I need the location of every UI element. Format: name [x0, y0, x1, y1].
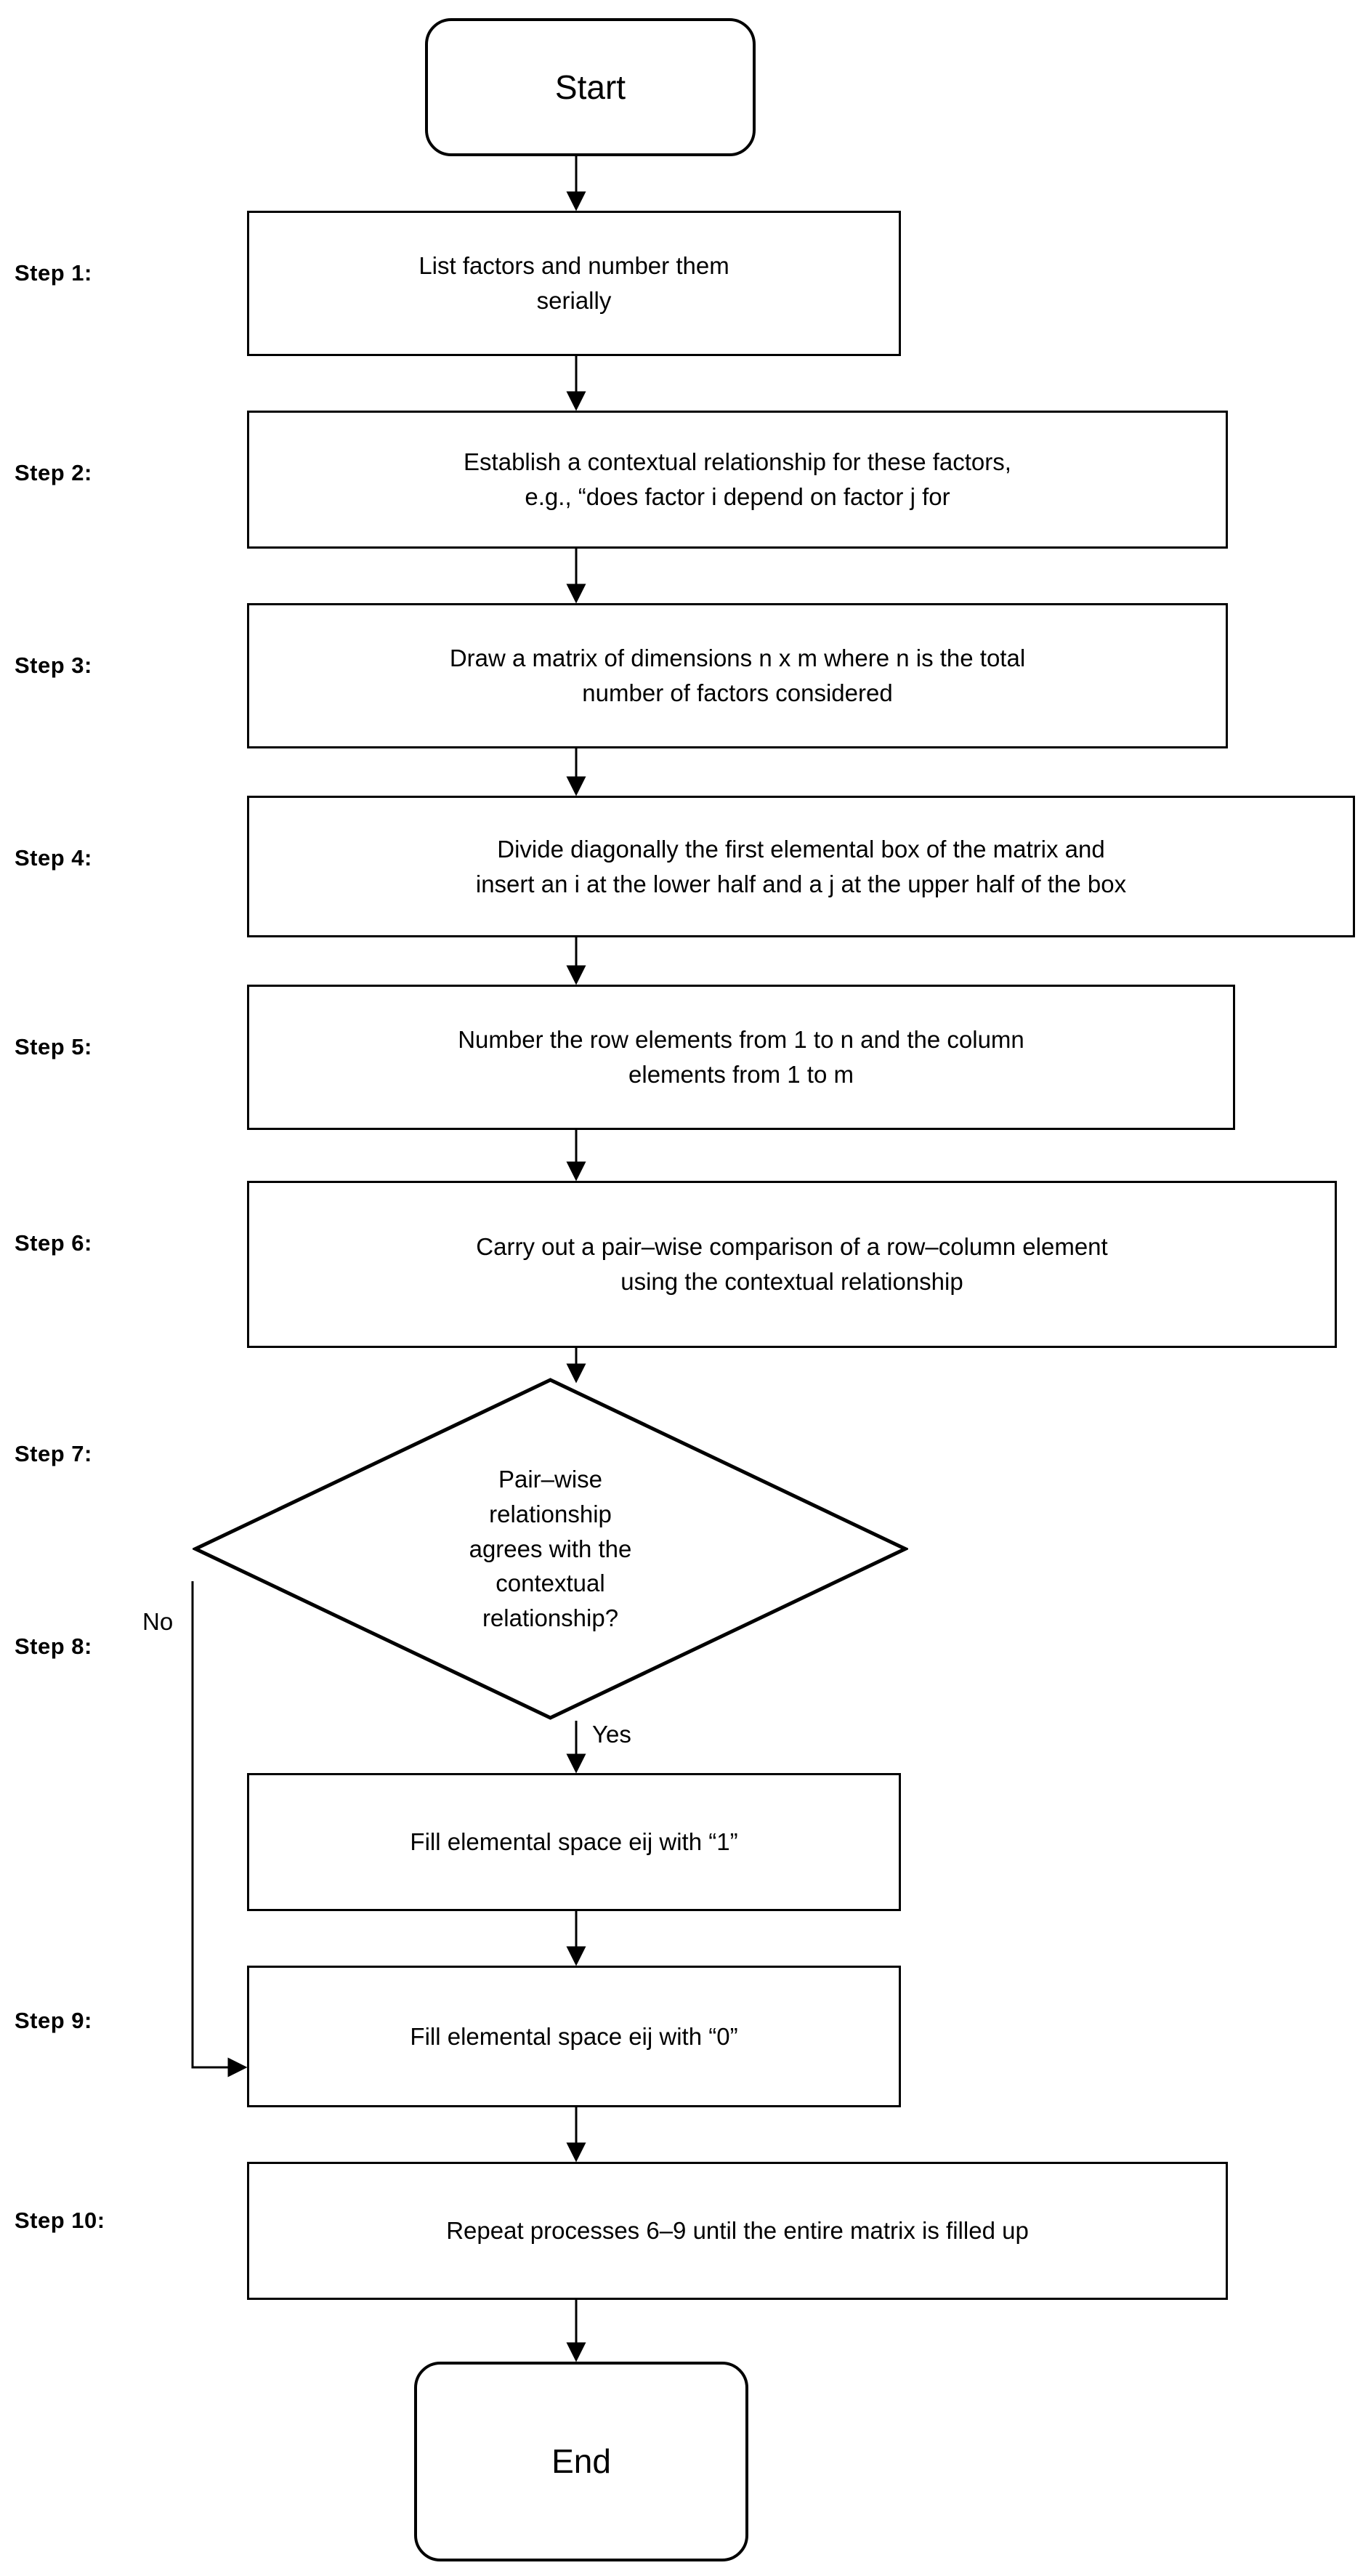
node-end[interactable]: End — [414, 2362, 748, 2561]
node-step-9-label: Fill elemental space eij with “0” — [410, 2022, 738, 2050]
node-step-3[interactable]: Draw a matrix of dimensions n x m where … — [247, 603, 1228, 748]
node-step-2-label: Establish a contextual relationship for … — [464, 448, 1011, 510]
node-step-3-label: Draw a matrix of dimensions n x m where … — [449, 645, 1026, 706]
node-start[interactable]: Start — [425, 18, 756, 156]
decision-diamond-shape — [193, 1378, 908, 1720]
node-step-10[interactable]: Repeat processes 6–9 until the entire ma… — [247, 2162, 1228, 2300]
node-step-8[interactable]: Fill elemental space eij with “1” — [247, 1773, 901, 1911]
step-label-3: Step 3: — [15, 653, 92, 678]
node-step-8-label: Fill elemental space eij with “1” — [410, 1828, 738, 1856]
node-end-label: End — [551, 2442, 611, 2481]
step-label-1: Step 1: — [15, 260, 92, 286]
node-step-4[interactable]: Divide diagonally the first elemental bo… — [247, 796, 1355, 937]
node-step-10-label: Repeat processes 6–9 until the entire ma… — [446, 2217, 1029, 2245]
node-step-9[interactable]: Fill elemental space eij with “0” — [247, 1966, 901, 2107]
step-label-7: Step 7: — [15, 1441, 92, 1466]
node-step-7-decision[interactable]: Pair–wise relationship agrees with the c… — [193, 1377, 908, 1721]
node-step-1-label: List factors and number them serially — [418, 252, 729, 314]
edge-label-no: No — [142, 1608, 174, 1635]
step-label-4: Step 4: — [15, 845, 92, 871]
edge-label-yes: Yes — [592, 1721, 631, 1748]
step-label-2: Step 2: — [15, 460, 92, 485]
step-label-6: Step 6: — [15, 1230, 92, 1256]
step-label-5: Step 5: — [15, 1034, 92, 1059]
node-step-1[interactable]: List factors and number them serially — [247, 211, 901, 356]
step-label-9: Step 9: — [15, 2008, 92, 2033]
node-start-label: Start — [554, 68, 626, 106]
node-step-2[interactable]: Establish a contextual relationship for … — [247, 411, 1228, 549]
step-label-8: Step 8: — [15, 1634, 92, 1659]
node-step-4-label: Divide diagonally the first elemental bo… — [475, 835, 1127, 897]
node-step-6[interactable]: Carry out a pair–wise comparison of a ro… — [247, 1181, 1337, 1348]
node-step-5[interactable]: Number the row elements from 1 to n and … — [247, 985, 1235, 1130]
step-label-10: Step 10: — [15, 2208, 105, 2233]
node-step-5-label: Number the row elements from 1 to n and … — [458, 1026, 1024, 1088]
node-step-6-label: Carry out a pair–wise comparison of a ro… — [476, 1233, 1108, 1295]
